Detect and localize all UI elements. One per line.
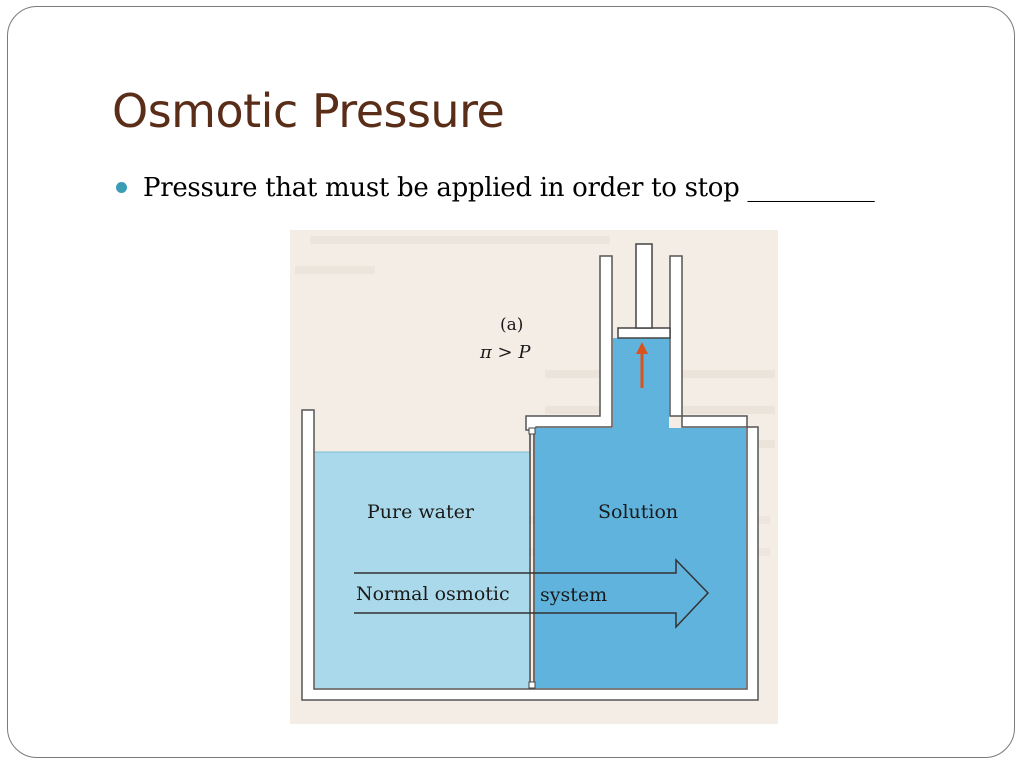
osmotic-flow-arrow-icon: [354, 558, 710, 629]
pressure-relation: π > P: [479, 342, 531, 363]
arrow-label-normal-osmotic: Normal osmotic: [356, 583, 510, 605]
osmosis-figure: (a) π > P Pure water Solution Normal osm…: [290, 230, 778, 724]
pure-water-label: Pure water: [367, 501, 475, 523]
bullet-dot-icon: [116, 181, 127, 193]
osmosis-diagram: (a) π > P Pure water Solution Normal osm…: [290, 230, 778, 724]
semipermeable-membrane: [528, 427, 536, 689]
panel-label: (a): [500, 315, 523, 335]
bullet-item: Pressure that must be applied in order t…: [116, 168, 875, 208]
arrow-label-system: system: [540, 584, 607, 606]
solution-region: [535, 428, 746, 688]
upward-pressure-arrow-icon: [636, 342, 648, 388]
bullet-text: Pressure that must be applied in order t…: [143, 173, 875, 203]
solution-label: Solution: [598, 501, 678, 523]
piston: [617, 243, 671, 339]
slide-title: Osmotic Pressure: [112, 84, 505, 138]
pure-water-region: [315, 452, 529, 688]
